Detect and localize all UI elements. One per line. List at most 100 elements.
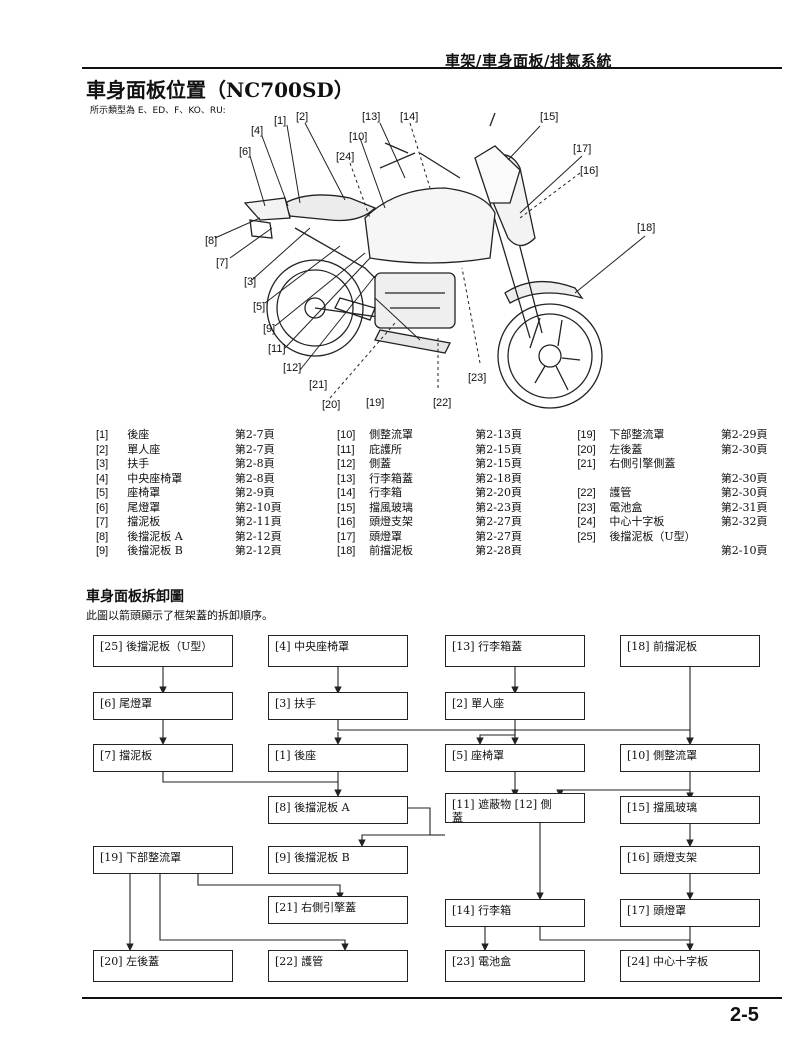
flow-box-5: [5] 座椅罩: [445, 744, 585, 772]
flow-box-11-12: [11] 遮蔽物 [12] 側蓋: [445, 793, 585, 824]
flow-section-title: 車身面板拆卸圖: [86, 589, 184, 605]
legend-name: 後擋泥板 B: [127, 544, 183, 557]
legend-page: 第2-27頁: [475, 515, 522, 528]
flow-box-18: [18] 前擋泥板: [620, 635, 760, 667]
callout-23: [23]: [468, 372, 487, 384]
legend-page: 第2-18頁: [475, 471, 522, 485]
applicable-types-note: 所示類型為 E、ED、F、KO、RU:: [90, 106, 226, 116]
legend-num: [14]: [337, 487, 356, 499]
legend-name: 後擋泥板 A: [127, 529, 183, 543]
legend-page: 第2-12頁: [234, 544, 282, 557]
legend-page: 第2-7頁: [234, 442, 275, 456]
legend-page: 第2-9頁: [234, 486, 275, 499]
legend-page: 第2-11頁: [234, 515, 282, 528]
legend-num: [9]: [96, 545, 109, 557]
callout-15: [15]: [540, 111, 559, 123]
callout-14: [14]: [400, 111, 419, 123]
legend-num: [21]: [577, 458, 596, 470]
legend-name: 庇護所: [369, 442, 403, 456]
legend-name: 後擋泥板（U型）: [609, 529, 696, 543]
page-title: 車身面板位置（NC700SD）: [86, 78, 354, 102]
legend-page: 第2-15頁: [475, 457, 522, 470]
flow-box-19: [19] 下部整流罩: [93, 846, 233, 874]
legend-row: [5]座椅罩第2-9頁[14]行李箱第2-20頁[22]護管第2-30頁: [96, 486, 795, 501]
legend-name: 尾燈罩: [127, 500, 161, 514]
flow-box-22: [22] 護管: [268, 950, 408, 982]
legend-num: [15]: [337, 501, 356, 514]
legend-name: 中央座椅罩: [127, 471, 183, 485]
page-number: 2-5: [730, 1004, 759, 1026]
legend-page: 第2-7頁: [234, 428, 275, 441]
legend-page: 第2-10頁: [234, 500, 282, 514]
legend-num: [23]: [577, 501, 596, 514]
callout-4: [4]: [251, 125, 264, 137]
legend-row: [6]尾燈罩第2-10頁[15]擋風玻璃第2-23頁[23]電池盒第2-31頁: [96, 501, 795, 516]
legend-num: [19]: [577, 429, 596, 441]
legend-name: 擋泥板: [127, 515, 161, 528]
legend-num: [22]: [577, 487, 596, 499]
legend-num: [10]: [337, 429, 356, 441]
legend-num: [17]: [337, 530, 356, 543]
legend-page: 第2-30頁: [720, 471, 768, 485]
flow-box-17: [17] 頭燈罩: [620, 899, 760, 927]
front-wheel: [497, 303, 603, 409]
header-rule: [82, 67, 782, 69]
legend-num: [3]: [96, 458, 109, 470]
callout-19: [19]: [366, 397, 385, 409]
callout-11: [11]: [268, 343, 286, 355]
legend-name: 側整流罩: [369, 428, 414, 441]
legend-name: 擋風玻璃: [369, 500, 414, 514]
callout-22: [22]: [433, 397, 452, 409]
legend-name: 側蓋: [369, 457, 392, 470]
callout-13: [13]: [362, 111, 381, 123]
motorcycle-diagram: [214, 112, 646, 409]
legend-page: 第2-29頁: [720, 428, 768, 441]
callout-16: [16]: [580, 165, 599, 177]
legend-name: 中心十字板: [609, 515, 665, 528]
legend-num: [13]: [337, 472, 356, 485]
legend-name: 前擋泥板: [369, 544, 414, 557]
running-header: 車架/車身面板/排氣系統: [445, 52, 612, 70]
flow-box-4: [4] 中央座椅罩: [268, 635, 408, 667]
flow-box-6: [6] 尾燈罩: [93, 692, 233, 720]
legend-num: [5]: [96, 487, 109, 499]
callout-10: [10]: [349, 131, 368, 143]
legend-page: 第2-28頁: [475, 544, 522, 557]
legend-num: [4]: [96, 472, 109, 485]
legend-page: 第2-30頁: [720, 442, 768, 456]
legend-name: 頭燈罩: [369, 529, 403, 543]
callout-18: [18]: [637, 222, 656, 234]
legend-name: 行李箱蓋: [369, 471, 414, 485]
callout-24: [24]: [336, 151, 355, 163]
callout-3: [3]: [244, 276, 257, 288]
legend-row: [7]擋泥板第2-11頁[16]頭燈支架第2-27頁[24]中心十字板第2-32…: [96, 515, 795, 530]
legend-num: [25]: [577, 530, 596, 543]
flow-box-10: [10] 側整流罩: [620, 744, 760, 772]
legend-name: 行李箱: [369, 486, 403, 499]
flow-box-1: [1] 後座: [268, 744, 408, 772]
legend-name: 右側引擎側蓋: [609, 457, 676, 470]
legend-page: 第2-31頁: [720, 500, 768, 514]
legend-num: [2]: [96, 443, 109, 456]
legend-num: [6]: [96, 501, 109, 514]
parts-legend-table: [1]後座第2-7頁[10]側整流罩第2-13頁[19]下部整流罩第2-29頁[…: [96, 428, 795, 559]
callout-2: [2]: [296, 111, 309, 123]
flow-box-14: [14] 行李箱: [445, 899, 585, 927]
callout-6: [6]: [239, 146, 252, 158]
legend-page: 第2-27頁: [475, 529, 522, 543]
callout-17: [17]: [573, 143, 592, 155]
flow-box-15: [15] 擋風玻璃: [620, 796, 760, 824]
legend-page: 第2-13頁: [475, 428, 522, 441]
legend-row: [4]中央座椅罩第2-8頁[13]行李箱蓋第2-18頁第2-30頁: [96, 472, 795, 487]
legend-row: [1]後座第2-7頁[10]側整流罩第2-13頁[19]下部整流罩第2-29頁: [96, 428, 795, 443]
legend-name: 左後蓋: [609, 442, 643, 456]
legend-num: [12]: [337, 458, 356, 470]
legend-name: 護管: [609, 486, 632, 499]
legend-page: 第2-8頁: [234, 457, 275, 470]
legend-page: 第2-32頁: [720, 515, 768, 528]
legend-page: 第2-23頁: [475, 500, 522, 514]
legend-name: 後座: [127, 428, 150, 441]
legend-name: 下部整流罩: [609, 428, 665, 441]
